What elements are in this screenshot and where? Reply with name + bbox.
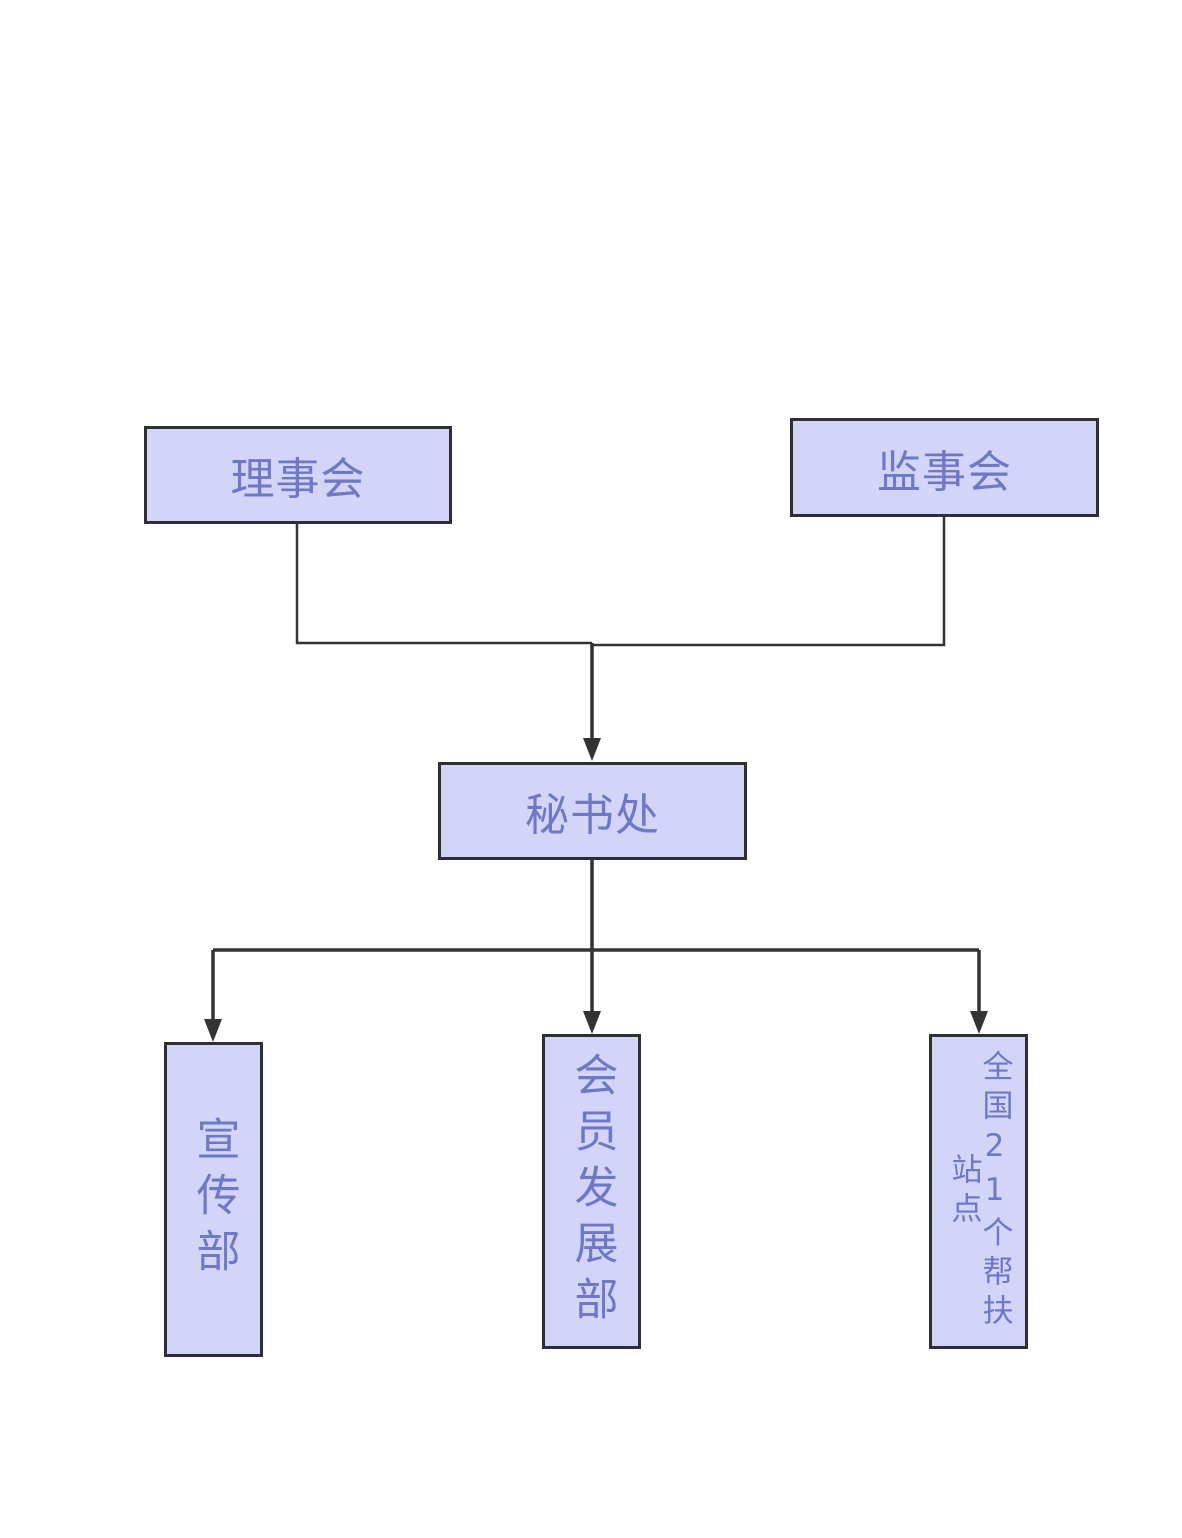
node-board: 理事会 <box>144 426 452 524</box>
arrowhead-publicity <box>204 1019 222 1042</box>
node-aid-stations: 全国21个帮扶站点 <box>929 1034 1028 1349</box>
node-publicity-dept-label: 宣传部 <box>188 1115 240 1284</box>
arrowhead-secretariat <box>583 738 601 761</box>
node-supervisory-board: 监事会 <box>790 418 1099 517</box>
arrowhead-stations <box>970 1011 988 1034</box>
arrowhead-membership <box>583 1011 601 1034</box>
connector-supervisory-to-secretariat <box>592 517 946 647</box>
node-aid-stations-label: 全国21个帮扶站点 <box>945 1050 1013 1333</box>
node-membership-dept: 会员发展部 <box>542 1034 641 1349</box>
node-secretariat: 秘书处 <box>438 762 747 860</box>
node-board-label: 理事会 <box>230 454 366 505</box>
node-supervisory-board-label: 监事会 <box>877 446 1012 498</box>
connector-board-to-secretariat <box>295 524 592 645</box>
node-membership-dept-label: 会员发展部 <box>566 1051 618 1332</box>
node-publicity-dept: 宣传部 <box>164 1042 263 1357</box>
node-secretariat-label: 秘书处 <box>525 790 660 841</box>
